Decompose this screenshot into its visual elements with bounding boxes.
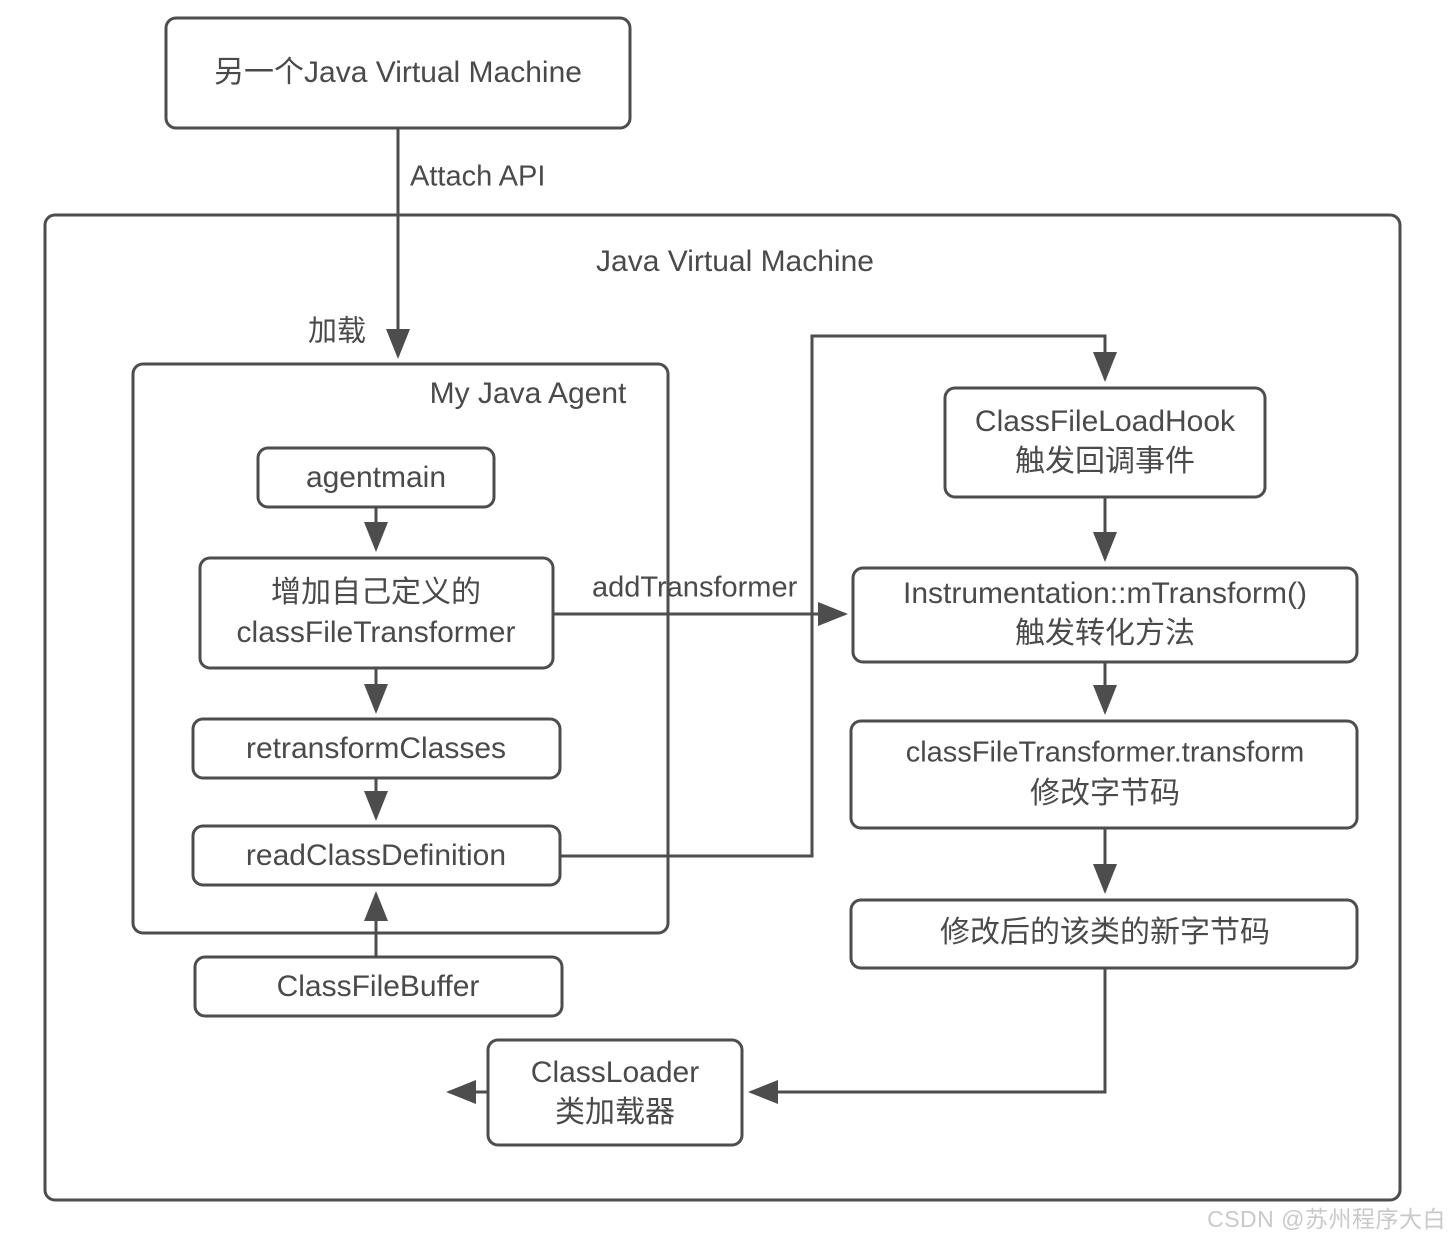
node-instrumentation-transform-line1: Instrumentation::mTransform() <box>903 577 1307 610</box>
node-classfiletransformer-transform-line2: 修改字节码 <box>1030 777 1180 810</box>
container-my-java-agent-label: My Java Agent <box>430 377 627 410</box>
node-class-file-buffer[interactable] <box>193 955 564 1018</box>
node-class-loader-line1: ClassLoader <box>531 1056 699 1089</box>
csdn-watermark: CSDN @苏州程序大白 <box>1207 1206 1446 1232</box>
container-jvm <box>43 213 1402 1202</box>
node-read-class-definition[interactable] <box>191 824 562 887</box>
node-instrumentation-transform-line2: 触发转化方法 <box>1015 617 1195 650</box>
node-class-file-buffer-label: ClassFileBuffer <box>277 970 480 1003</box>
node-add-custom-classfiletransformer-line2: classFileTransformer <box>237 616 516 649</box>
node-retransform-classes[interactable] <box>191 717 562 780</box>
edge-label-load: 加载 <box>308 315 366 348</box>
edge-label-attach-api: Attach API <box>410 161 545 193</box>
node-read-class-definition-label: readClassDefinition <box>246 839 506 872</box>
edge-new-bytecode-to-classloader <box>748 968 1107 1104</box>
node-retransform-classes-label: retransformClasses <box>246 732 506 765</box>
node-class-file-load-hook-line2: 触发回调事件 <box>1015 445 1195 478</box>
node-new-bytecode-label: 修改后的该类的新字节码 <box>940 916 1270 949</box>
container-my-java-agent <box>131 362 670 935</box>
node-classfiletransformer-transform[interactable] <box>849 719 1359 830</box>
container-other-jvm-label: 另一个Java Virtual Machine <box>214 56 582 89</box>
edge-readclassdef-to-loadhook <box>560 334 1117 858</box>
node-class-loader[interactable] <box>486 1038 744 1147</box>
node-agentmain-label: agentmain <box>306 461 446 494</box>
node-add-custom-classfiletransformer[interactable] <box>198 556 555 670</box>
node-agentmain[interactable] <box>256 446 496 509</box>
node-class-file-load-hook[interactable] <box>943 386 1267 499</box>
node-class-file-load-hook-line1: ClassFileLoadHook <box>975 405 1236 438</box>
node-add-custom-classfiletransformer-line1: 增加自己定义的 <box>271 576 481 609</box>
node-new-bytecode[interactable] <box>849 898 1359 970</box>
node-classfiletransformer-transform-line1: classFileTransformer.transform <box>906 737 1305 769</box>
node-class-loader-line2: 类加载器 <box>555 1096 675 1129</box>
container-jvm-label: Java Virtual Machine <box>596 245 874 278</box>
edge-label-add-transformer: addTransformer <box>592 572 798 604</box>
node-instrumentation-transform[interactable] <box>851 566 1359 664</box>
